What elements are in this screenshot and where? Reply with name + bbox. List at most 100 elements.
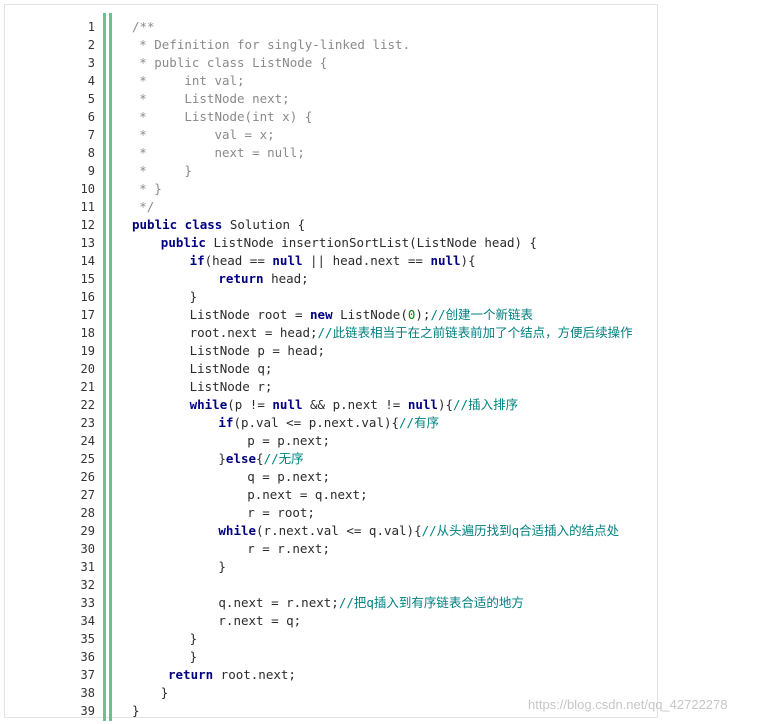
line-number: 31	[80, 560, 95, 574]
comment-token: * public class ListNode {	[139, 55, 328, 70]
code-line: 6* ListNode(int x) {	[5, 108, 655, 126]
comment-token: //从头遍历找到q合适插入的结点处	[421, 523, 620, 538]
code-text: q = p.next;	[247, 468, 330, 486]
code-text: /**	[132, 18, 155, 36]
keyword-token: while	[218, 523, 257, 538]
line-number: 14	[80, 254, 95, 268]
keyword-token: if	[189, 253, 205, 268]
code-line: 4* int val;	[5, 72, 655, 90]
line-number: 30	[80, 542, 95, 556]
code-text: * ListNode(int x) {	[139, 108, 312, 126]
line-number: 33	[80, 596, 95, 610]
code-text: while(r.next.val <= q.val){//从头遍历找到q合适插入…	[218, 522, 619, 540]
line-number: 24	[80, 434, 95, 448]
keyword-token: return	[218, 271, 264, 286]
code-token: }	[218, 451, 226, 466]
line-number: 22	[80, 398, 95, 412]
line-number: 2	[87, 38, 95, 52]
code-token: ){	[460, 253, 476, 268]
keyword-token: public	[160, 235, 206, 250]
code-token: || head.next ==	[302, 253, 431, 268]
code-text: ListNode root = new ListNode(0);//创建一个新链…	[190, 306, 533, 324]
code-text: }	[190, 648, 198, 666]
code-line: 10* }	[5, 180, 655, 198]
comment-token: //创建一个新链表	[430, 307, 534, 322]
keyword-token: while	[189, 397, 228, 412]
code-text: * int val;	[139, 72, 244, 90]
code-line: 38}	[5, 684, 655, 702]
code-text: }	[190, 630, 198, 648]
code-line: 9* }	[5, 162, 655, 180]
keyword-token: public class	[132, 217, 223, 232]
code-lines: 1/**2* Definition for singly-linked list…	[5, 18, 655, 720]
keyword-token: new	[310, 307, 333, 322]
code-text: r = root;	[247, 504, 315, 522]
gutter-divider-secondary	[109, 13, 112, 721]
code-token: root.next = head;	[189, 325, 318, 340]
code-line: 3* public class ListNode {	[5, 54, 655, 72]
code-text: p = p.next;	[247, 432, 330, 450]
code-token: ListNode r;	[189, 379, 273, 394]
line-number: 12	[80, 218, 95, 232]
code-line: 25}else{//无序	[5, 450, 655, 468]
code-token: ListNode p = head;	[189, 343, 326, 358]
code-token: ListNode(	[332, 307, 408, 322]
line-number: 26	[80, 470, 95, 484]
code-line: 7 * val = x;	[5, 126, 655, 144]
code-token: (p.val <= p.next.val){	[233, 415, 400, 430]
line-number: 8	[87, 146, 95, 160]
code-token: (r.next.val <= q.val){	[256, 523, 422, 538]
code-token: ){	[437, 397, 454, 412]
line-number: 7	[87, 128, 95, 142]
code-token: }	[218, 559, 226, 574]
comment-token: * Definition for singly-linked list.	[139, 37, 411, 52]
watermark-text: https://blog.csdn.net/qq_42722278	[528, 697, 728, 712]
code-line: 39}	[5, 702, 655, 720]
comment-token: * int val;	[139, 73, 245, 88]
code-text: while(p != null && p.next != null){//插入排…	[190, 396, 519, 414]
code-text: * next = null;	[139, 144, 305, 162]
code-text: q.next = r.next;//把q插入到有序链表合适的地方	[218, 594, 524, 612]
code-text: }	[161, 684, 169, 702]
code-text: */	[139, 198, 154, 216]
comment-token: /**	[132, 19, 155, 34]
code-token: (head ==	[204, 253, 273, 268]
code-token: ListNode root =	[189, 307, 311, 322]
code-text: ListNode p = head;	[190, 342, 325, 360]
code-line: 12 public class Solution {	[5, 216, 655, 234]
code-text: if(head == null || head.next == null){	[190, 252, 476, 270]
line-number: 9	[87, 164, 95, 178]
code-line: 11*/	[5, 198, 655, 216]
code-token: ListNode insertionSortList(ListNode head…	[205, 235, 538, 250]
comment-token: //有序	[399, 415, 440, 430]
code-line: 36}	[5, 648, 655, 666]
keyword-token: return	[168, 667, 214, 682]
comment-token: * }	[139, 181, 162, 196]
code-token: }	[132, 703, 140, 718]
line-number: 25	[80, 452, 95, 466]
line-number: 34	[80, 614, 95, 628]
comment-token: * ListNode(int x) {	[139, 109, 313, 124]
code-token: q.next = r.next;	[218, 595, 339, 610]
code-text: * Definition for singly-linked list.	[139, 36, 410, 54]
comment-token: //把q插入到有序链表合适的地方	[338, 595, 524, 610]
line-number: 32	[80, 578, 95, 592]
code-token: }	[160, 685, 169, 700]
comment-token: */	[139, 199, 155, 214]
line-number: 36	[80, 650, 95, 664]
code-token: r = root;	[247, 505, 315, 520]
code-text: public class Solution {	[132, 216, 305, 234]
comment-token: * next = null;	[139, 145, 305, 160]
code-text: * val = x;	[139, 126, 274, 144]
code-token: }	[189, 631, 198, 646]
number-token: 0	[407, 307, 416, 322]
keyword-token: else	[225, 451, 257, 466]
